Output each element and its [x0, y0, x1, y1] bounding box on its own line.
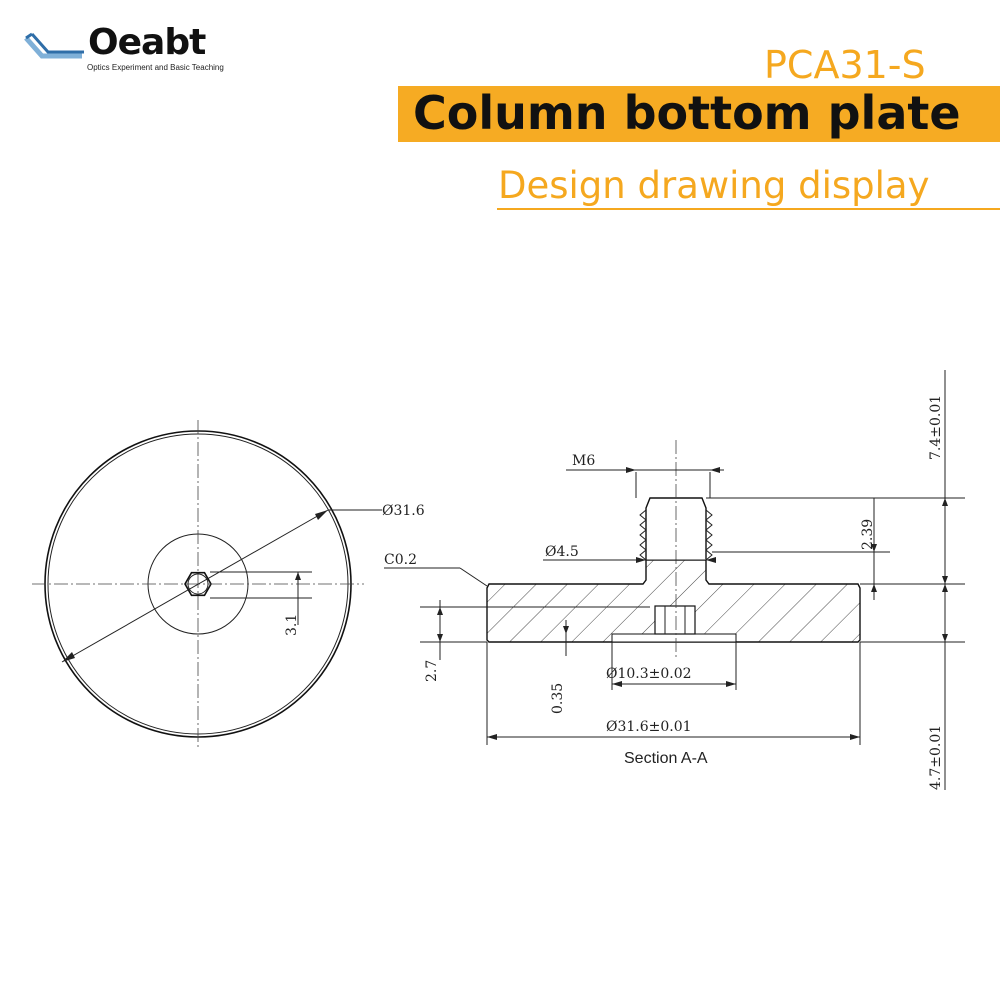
- page-title: Column bottom plate: [413, 86, 961, 140]
- lower-height-label: 4.7±0.01: [928, 725, 944, 790]
- thread-left: [639, 509, 647, 561]
- plate-thickness-label: 2.7: [424, 660, 440, 682]
- brand-name: Oeabt: [88, 22, 206, 63]
- recess-depth-label: 0.35: [550, 683, 566, 714]
- upper-height-label: 7.4±0.01: [928, 395, 944, 460]
- recess-diameter-label: Ø10.3±0.02: [606, 666, 692, 682]
- subtitle-underline: [497, 208, 1000, 210]
- top-view: Ø31.6 3.1: [32, 420, 425, 748]
- logo-mark-icon: [24, 32, 84, 59]
- brand-tagline: Optics Experiment and Basic Teaching: [87, 63, 224, 72]
- thread-right: [705, 509, 713, 561]
- page-subtitle: Design drawing display: [498, 164, 930, 207]
- socket-cavity: [654, 605, 696, 635]
- neck-diameter-label: Ø4.5: [545, 544, 579, 560]
- bottom-recess: [611, 633, 737, 643]
- thread-size-label: M6: [572, 453, 595, 469]
- top-depth-label: 3.1: [284, 614, 300, 636]
- brand-logo: Oeabt Optics Experiment and Basic Teachi…: [24, 22, 234, 76]
- top-diameter-label: Ø31.6: [382, 503, 425, 519]
- thread-length-label: 2.39: [860, 519, 876, 550]
- chamfer-label: C0.2: [384, 552, 417, 568]
- section-view: M6 Ø4.5 C0.2 2.39 7.4±0.01 4.7±0.01 2.7: [384, 370, 965, 790]
- section-caption: Section A-A: [624, 750, 708, 767]
- diameter-leader: [61, 509, 329, 663]
- model-number: PCA31-S: [764, 43, 926, 87]
- hex-socket-icon: [184, 571, 212, 597]
- outer-diameter-label: Ø31.6±0.01: [606, 719, 692, 735]
- title-banner: [398, 86, 1000, 142]
